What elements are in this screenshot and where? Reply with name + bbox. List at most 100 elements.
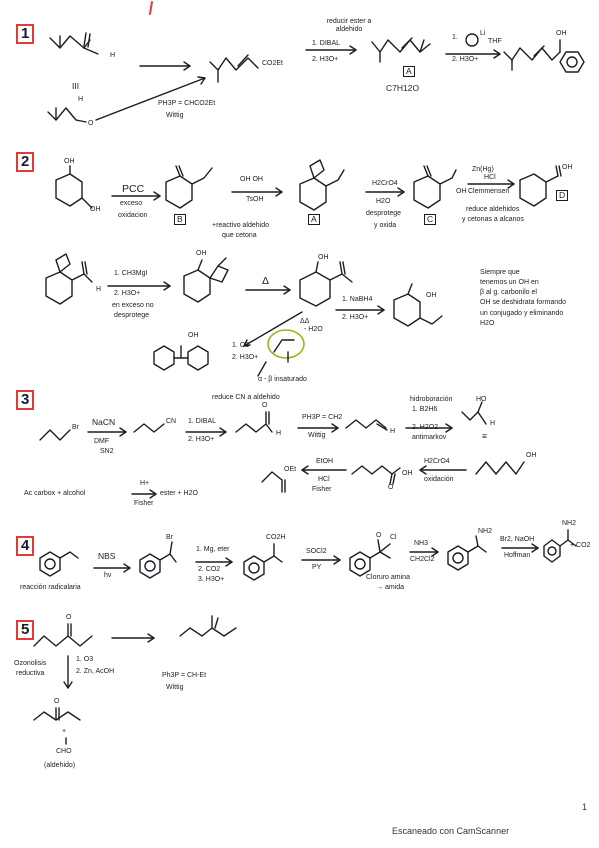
mg-step-3: 3. H3O+ (198, 576, 225, 583)
label-o: O (66, 614, 72, 621)
oxidation-note: oxidación (424, 476, 454, 483)
mg-step-1: 1. Mg, eter (196, 546, 230, 553)
product-a-label: A (308, 214, 320, 226)
fisher-label: Fisher (134, 500, 154, 507)
plus-sign: + (62, 728, 67, 735)
oh-label: OH (426, 292, 437, 299)
cn-label: CN (166, 418, 177, 425)
mg-step-2: 2. CO2 (198, 566, 221, 573)
scanner-watermark: Escaneado con CamScanner (392, 826, 510, 836)
section-number-5: 5 (16, 620, 35, 640)
oh-label: OH (402, 470, 413, 477)
antimarkov-note: antimarkov (412, 434, 447, 441)
socl2-reagent: SOCl2 (306, 548, 327, 555)
label-h: H (490, 420, 496, 427)
chloride-note: Cloruro amina (366, 574, 410, 581)
oh-label: OH (196, 250, 207, 257)
nh3-reagent: NH3 (414, 540, 429, 547)
wittig-label: Wittig (166, 684, 184, 691)
equivalent-sign: ≡ (482, 431, 487, 441)
oh-label: OH (64, 158, 75, 165)
protect-note: que cetona (222, 232, 257, 239)
step-2: 2. H3O+ (312, 56, 339, 63)
nabh4-step-1: 1. NaBH4 (342, 296, 373, 303)
arrow-note: reducir ester a aldehido (326, 18, 372, 33)
minus-water: - H2O (304, 326, 323, 333)
li-label: Li (480, 30, 486, 37)
label-o: O (88, 120, 94, 127)
product-b-label: B (174, 214, 186, 226)
hydroboration-note: hidroboración (410, 396, 453, 403)
label-h: H (78, 96, 84, 103)
formula: C7H12O (386, 83, 420, 93)
dmf-label: DMF (94, 438, 110, 445)
ch2cl2-label: CH2Cl2 (410, 556, 435, 563)
pyridine-label: PY (312, 564, 322, 571)
section-number-4: 4 (16, 536, 35, 556)
rule-line: OH se deshidrata formando (480, 299, 566, 307)
grignard-note: desprotege (114, 312, 150, 319)
protect-note: +reactivo aldehido (212, 222, 270, 229)
oh-label: OH (188, 332, 199, 339)
reactant-label: III (72, 81, 80, 91)
wittig-reagent: PH3P = CHCO2Et (158, 100, 216, 107)
rule-line: un conjugado y eliminando (480, 309, 564, 317)
dehydration-delta: ΔΔ (300, 318, 310, 325)
hoffman-label: Hoffman (504, 552, 531, 559)
alt-step-2: 2. H3O+ (232, 354, 259, 361)
wittig-label: Wittig (308, 432, 326, 439)
fisher-product: ester + H2O (160, 490, 198, 497)
chloride-note: → amida (376, 584, 405, 591)
co2h-label: CO2H (266, 534, 286, 541)
nabh4-step-2: 2. H3O+ (342, 314, 369, 321)
wittig-reagent: PH3P = CH2 (302, 414, 343, 421)
section-number-1: 1 (16, 24, 35, 44)
delta-label: Δ (262, 275, 270, 287)
acid-catalyst: H+ (140, 480, 150, 487)
clemmensen-label: Clemmensen (468, 188, 510, 195)
reduce-note: y cetonas a alcanos (462, 216, 524, 223)
sn2-label: SN2 (100, 448, 114, 455)
wittig-reagent: Ph3P = CH-Et (162, 672, 207, 679)
hoffman-reagent: Br2, NaOH (500, 536, 535, 543)
label-o: O (262, 402, 268, 409)
ozonolysis-note: Ozonolisis (14, 660, 47, 667)
co2-byproduct: + CO2 (570, 542, 591, 549)
water-label: H2O (376, 198, 391, 205)
hcl-label: HCl (484, 174, 496, 181)
oh-label: OH (90, 206, 101, 213)
label-o: O (376, 532, 382, 539)
unsaturated-note: α - β insaturado (258, 376, 307, 383)
product-a-label: A (403, 66, 415, 78)
thf-label: THF (488, 38, 502, 45)
nh2-label: NH2 (478, 528, 493, 535)
fisher-rule: Ac carbox + alcohol (24, 490, 86, 497)
znhg-reagent: Zn(Hg) (472, 166, 494, 173)
ozone-step-1: 1. O3 (76, 656, 94, 663)
section-number-2: 2 (16, 152, 35, 172)
h2o2-step: 2. H2O2 (412, 424, 439, 431)
oh-label: OH (556, 30, 567, 37)
oh-label: OH (456, 188, 467, 195)
grignard-note: en exceso no (112, 302, 154, 309)
rule-line: Siempre que (480, 269, 520, 276)
bh3-step: 1. B2H6 (412, 406, 438, 413)
aldehyde-note: (aldehido) (44, 762, 76, 769)
jones-reagent: H2CrO4 (424, 458, 450, 465)
note-desprotege: desprotege (366, 210, 402, 217)
ho-label: HO (476, 396, 487, 403)
wittig-label: Wittig (166, 112, 184, 119)
light-label: hν (104, 572, 112, 579)
cl-label: Cl (390, 534, 397, 541)
reduce-note: reduce aldehidos (466, 206, 520, 213)
label-h: H (276, 430, 282, 437)
etoh-reagent: EtOH (316, 458, 334, 465)
grignard-step-1: 1. (452, 34, 458, 41)
product-d-label: D (556, 190, 569, 202)
cho-label: CHO (56, 748, 72, 755)
label-h: H (390, 428, 396, 435)
nacn-reagent: NaCN (92, 417, 116, 427)
diol-reagent: OH OH (240, 176, 263, 183)
grignard-step-1: 1. CH3MgI (114, 270, 148, 277)
